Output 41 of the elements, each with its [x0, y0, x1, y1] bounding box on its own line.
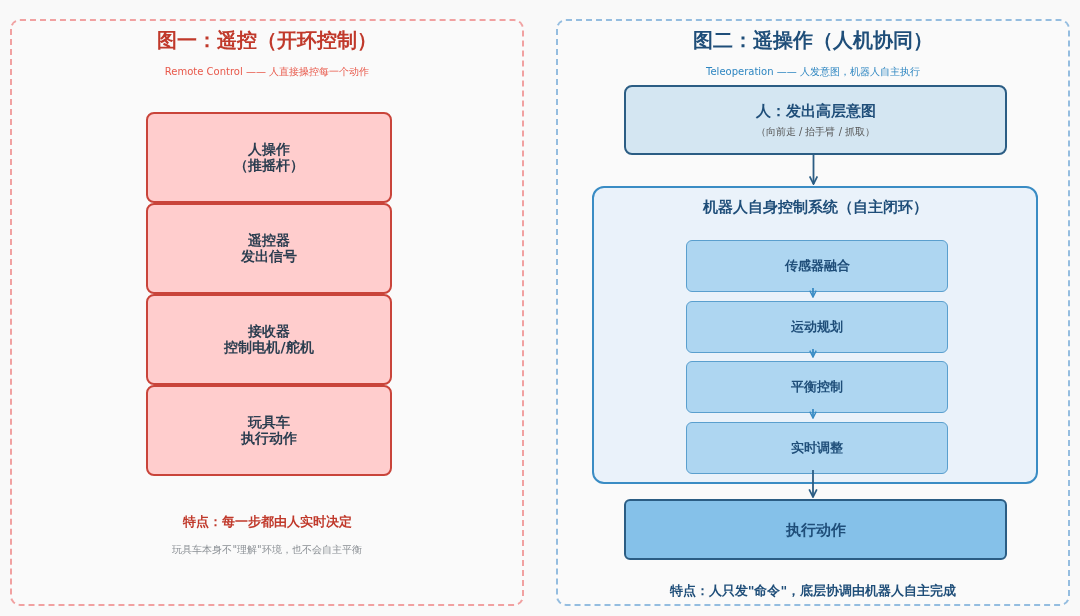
box-label: 平衡控制 — [791, 379, 843, 395]
process-box — [686, 301, 948, 353]
arrow — [808, 152, 819, 185]
feature-note: 特点：人只发"命令"，底层协调由机器人自主完成 — [669, 582, 957, 600]
panel — [10, 19, 524, 606]
system-container — [592, 186, 1038, 484]
arrow — [809, 287, 817, 298]
process-box — [146, 112, 392, 203]
box-label: 人操作 — [248, 140, 290, 158]
box-label: 传感器融合 — [784, 258, 850, 274]
box-subtitle: （向前走 / 抬手臂 / 抓取） — [755, 126, 876, 138]
box-label: 执行动作 — [241, 430, 297, 448]
footnote: 玩具车本身不"理解"环境，也不会自主平衡 — [172, 543, 362, 557]
arrow — [809, 348, 817, 358]
box-label: 控制电机/舵机 — [224, 339, 314, 357]
process-box — [686, 361, 948, 413]
process-box — [146, 385, 392, 476]
container-title: 机器人自身控制系统（自主闭环） — [702, 198, 928, 217]
subtitle: Teleoperation —— 人发意图，机器人自主执行 — [706, 65, 920, 79]
panel-title: 图二：遥操作（人机协同） — [693, 27, 933, 54]
box-label: （推摇杆） — [234, 157, 304, 175]
box-label: 运动规划 — [791, 319, 843, 335]
feature-note: 特点：每一步都由人实时决定 — [182, 513, 352, 531]
box-label: 遥控器 — [248, 231, 290, 249]
box-label: 接收器 — [248, 322, 290, 340]
box-label: 发出信号 — [241, 248, 297, 266]
arrow — [808, 469, 818, 498]
intent-box — [624, 85, 1007, 155]
box-label: 执行动作 — [785, 520, 846, 539]
box-title: 人：发出高层意图 — [755, 102, 876, 120]
panel — [556, 19, 1070, 606]
process-box — [686, 240, 948, 292]
box-label: 玩具车 — [248, 413, 290, 431]
subtitle: Remote Control —— 人直接操控每一个动作 — [164, 65, 370, 79]
output-box — [624, 499, 1007, 560]
panel-title: 图一：遥控（开环控制） — [157, 27, 377, 54]
process-box — [686, 422, 948, 474]
process-box — [146, 294, 392, 385]
box-label: 实时调整 — [791, 440, 843, 456]
arrow — [809, 408, 817, 419]
process-box — [146, 203, 392, 294]
